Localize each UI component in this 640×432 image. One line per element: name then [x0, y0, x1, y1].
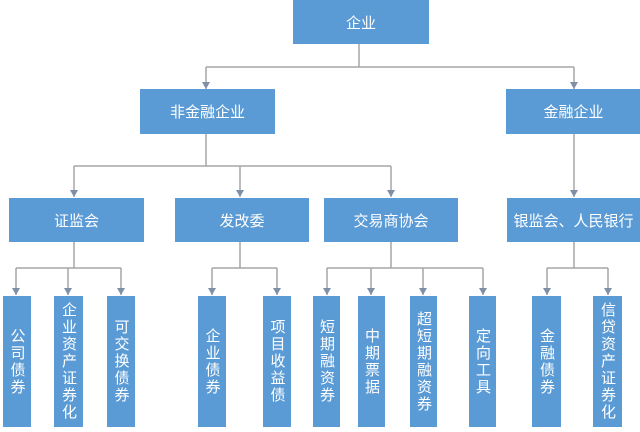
leaf-short-term-financing: 短期融资券 — [313, 296, 340, 427]
leaf-financial-bonds: 金融债券 — [532, 296, 561, 427]
leaf-directed-instruments: 定向工具 — [469, 296, 496, 427]
connector-nafmii — [327, 242, 483, 269]
leaf-medium-term-notes: 中期票据 — [358, 296, 385, 427]
connector-cbrc — [547, 242, 608, 269]
leaf-label: 超短期融资券 — [415, 310, 433, 413]
node-label: 交易商协会 — [353, 211, 429, 230]
node-label: 银监会、人民银行 — [513, 211, 634, 230]
leaf-project-revenue-bonds: 项目收益债 — [263, 296, 291, 427]
leaf-exchangeable-bonds: 可交换债券 — [107, 296, 135, 427]
leaf-label: 企业资产证券化 — [60, 302, 78, 421]
node-nonfinancial-enterprise: 非金融企业 — [140, 89, 275, 134]
leaf-credit-abs: 信贷资产证券化 — [593, 296, 622, 427]
connector-root — [206, 44, 574, 68]
node-nafmii: 交易商协会 — [324, 198, 458, 242]
node-label: 证监会 — [53, 211, 99, 230]
node-label: 企业 — [345, 13, 376, 32]
node-label: 非金融企业 — [169, 103, 245, 121]
node-enterprise: 企业 — [293, 0, 429, 44]
leaf-super-short-financing: 超短期融资券 — [410, 296, 437, 427]
node-label: 发改委 — [219, 211, 265, 230]
leaf-label: 定向工具 — [474, 327, 492, 396]
connector-csrc — [16, 242, 121, 269]
connector-nonfinancial — [74, 134, 391, 167]
leaf-label: 短期融资券 — [318, 319, 336, 404]
leaf-label: 金融债券 — [538, 327, 556, 396]
node-ndrc: 发改委 — [175, 198, 309, 242]
node-financial-enterprise: 金融企业 — [506, 89, 640, 134]
leaf-label: 可交换债券 — [112, 319, 131, 404]
leaf-label: 项目收益债 — [268, 319, 287, 404]
node-cbrc-pboc: 银监会、人民银行 — [507, 198, 640, 242]
node-label: 金融企业 — [543, 103, 604, 121]
leaf-label: 企业债券 — [203, 327, 222, 396]
leaf-enterprise-bonds: 企业债券 — [198, 296, 226, 427]
leaf-enterprise-abs: 企业资产证券化 — [54, 296, 83, 427]
connector-ndrc — [212, 242, 277, 269]
leaf-corporate-bonds: 公司债券 — [3, 296, 31, 427]
node-csrc: 证监会 — [9, 198, 144, 242]
leaf-label: 中期票据 — [363, 327, 381, 396]
leaf-label: 信贷资产证券化 — [599, 302, 617, 421]
leaf-label: 公司债券 — [8, 327, 27, 396]
